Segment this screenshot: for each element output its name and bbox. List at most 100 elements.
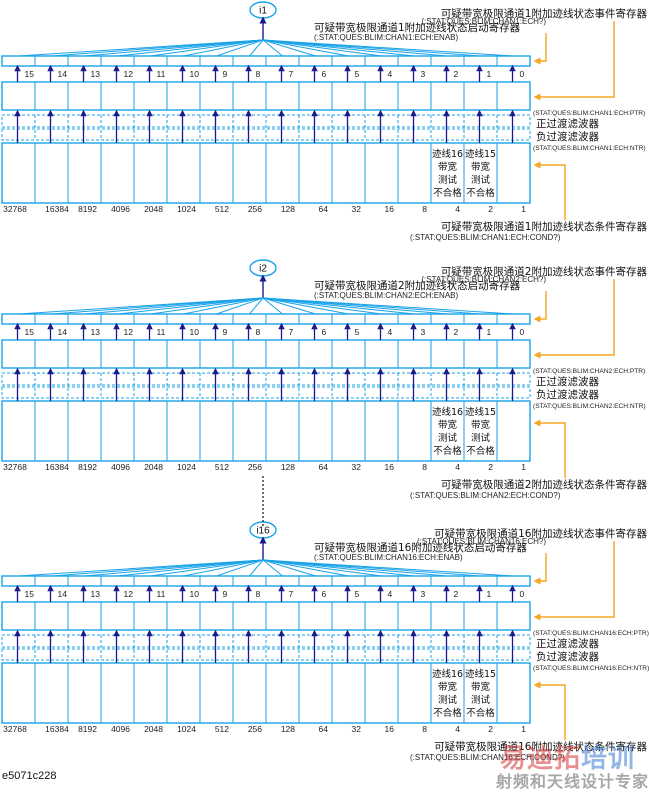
bit-number: 11 xyxy=(157,327,166,337)
or-fan-line xyxy=(262,39,283,57)
bit-weight: 16 xyxy=(385,462,395,472)
bit-number: 15 xyxy=(25,69,35,79)
or-fan-line xyxy=(117,559,264,577)
condition-cell-text: 不合格 xyxy=(466,707,495,719)
ptr-command: (STAT:QUES:BLIM:CHAN16:ECH:PTR) xyxy=(533,630,649,637)
bit-number: 13 xyxy=(91,589,101,599)
summary-bit-label: i16 xyxy=(256,526,270,537)
bit-weight: 1024 xyxy=(177,204,196,214)
condition-register-name: 可疑带宽极限通道1附加迹线状态条件寄存器 xyxy=(441,220,648,233)
bit-weight: 512 xyxy=(215,462,229,472)
watermark-brand: 易迪拓培训 xyxy=(500,738,635,775)
bit-number: 10 xyxy=(190,327,200,337)
condition-cell-text: 带宽 xyxy=(471,161,491,173)
or-fan-line xyxy=(262,39,349,57)
or-fan-line xyxy=(262,559,283,577)
bit-weight: 128 xyxy=(281,462,295,472)
watermark-brand-blue: 培训 xyxy=(581,744,636,774)
bit-number: 12 xyxy=(124,69,134,79)
or-fan-line xyxy=(262,39,316,57)
negative-filter-label: 负过渡滤波器 xyxy=(536,388,599,401)
bit-weight: 32768 xyxy=(3,204,27,214)
or-fan-line xyxy=(249,559,264,577)
or-fan-line xyxy=(183,39,264,57)
condition-cell-text: 带宽 xyxy=(438,681,458,693)
bit-number: 0 xyxy=(520,69,525,79)
bit-weight: 2 xyxy=(488,462,493,472)
bit-number: 9 xyxy=(223,327,228,337)
enable-register-command: (:STAT:QUES:BLIM:CHAN16:ECH:ENAB) xyxy=(314,553,463,562)
condition-register-command: (:STAT:QUES:BLIM:CHAN1:ECH:COND?) xyxy=(410,233,561,242)
condition-register-name: 可疑带宽极限通道2附加迹线状态条件寄存器 xyxy=(441,478,648,491)
condition-cell-text: 测试 xyxy=(471,694,491,706)
event-pointer xyxy=(533,541,615,621)
bit-number: 8 xyxy=(256,327,261,337)
bit-weight: 512 xyxy=(215,204,229,214)
condition-cell-text: 迹线16 xyxy=(432,668,463,680)
bit-number: 15 xyxy=(25,589,35,599)
or-fan-line xyxy=(216,559,264,577)
bit-weight: 2048 xyxy=(144,462,163,472)
bit-weight: 16 xyxy=(385,204,395,214)
or-fan-line xyxy=(262,559,382,577)
or-fan-line xyxy=(117,39,264,57)
condition-cell-text: 带宽 xyxy=(471,419,491,431)
negative-filter-label: 负过渡滤波器 xyxy=(536,130,599,143)
bit-weight: 4 xyxy=(455,724,460,734)
register-block-i2: i215327681416384138192124096112048101024… xyxy=(1,259,648,500)
positive-filter-label: 正过渡滤波器 xyxy=(536,117,599,130)
bit-number: 14 xyxy=(58,69,68,79)
condition-cell-text: 迹线16 xyxy=(432,406,463,418)
or-fan-line xyxy=(117,297,264,315)
bit-weight: 2048 xyxy=(144,724,163,734)
condition-cell-text: 不合格 xyxy=(433,445,462,457)
bit-weight: 4096 xyxy=(111,724,130,734)
bit-number: 15 xyxy=(25,327,35,337)
bit-weight: 64 xyxy=(319,204,329,214)
bit-weight: 4096 xyxy=(111,204,130,214)
ntr-command: (STAT:QUES:BLIM:CHAN1:ECH:NTR) xyxy=(533,145,646,152)
bit-weight: 16384 xyxy=(45,204,69,214)
bit-number: 4 xyxy=(388,589,393,599)
bit-number: 5 xyxy=(355,69,360,79)
or-fan-line xyxy=(262,297,514,315)
register-block-i16: i161532768141638413819212409611204810102… xyxy=(1,521,649,762)
bit-weight: 16 xyxy=(385,724,395,734)
watermark-tagline: 射频和天线设计专家 xyxy=(496,772,649,791)
positive-filter-label: 正过渡滤波器 xyxy=(536,375,599,388)
bit-weight: 1024 xyxy=(177,462,196,472)
or-fan-line xyxy=(216,39,264,57)
condition-cell-text: 测试 xyxy=(438,174,458,186)
or-fan-line xyxy=(249,297,264,315)
bit-number: 11 xyxy=(157,69,166,79)
event-register-command: (:STAT:QUES:BLIM:CHAN2:ECH?) xyxy=(421,275,546,284)
bit-number: 10 xyxy=(190,589,200,599)
bit-number: 3 xyxy=(421,327,426,337)
enable-pointer xyxy=(533,291,547,323)
bit-number: 10 xyxy=(190,69,200,79)
bit-number: 7 xyxy=(289,327,294,337)
bit-weight: 8192 xyxy=(78,462,97,472)
watermark-brand-red: 易迪拓 xyxy=(500,744,582,774)
bit-number: 14 xyxy=(58,589,68,599)
bit-number: 3 xyxy=(421,589,426,599)
bit-weight: 16384 xyxy=(45,462,69,472)
bit-number: 6 xyxy=(322,589,327,599)
bit-weight: 8 xyxy=(422,204,427,214)
bit-weight: 256 xyxy=(248,462,262,472)
bit-weight: 1024 xyxy=(177,724,196,734)
bit-weight: 8 xyxy=(422,724,427,734)
negative-filter-label: 负过渡滤波器 xyxy=(536,650,599,663)
condition-cell-text: 测试 xyxy=(438,432,458,444)
bit-number: 14 xyxy=(58,327,68,337)
bit-number: 13 xyxy=(91,69,101,79)
bit-number: 2 xyxy=(454,327,459,337)
bit-number: 2 xyxy=(454,589,459,599)
bit-number: 4 xyxy=(388,327,393,337)
condition-cell-text: 迹线16 xyxy=(432,148,463,160)
condition-cell-text: 带宽 xyxy=(438,419,458,431)
summary-bit-label: i1 xyxy=(259,6,267,17)
event-pointer xyxy=(533,21,615,101)
or-fan-line xyxy=(183,297,264,315)
bit-weight: 32768 xyxy=(3,462,27,472)
